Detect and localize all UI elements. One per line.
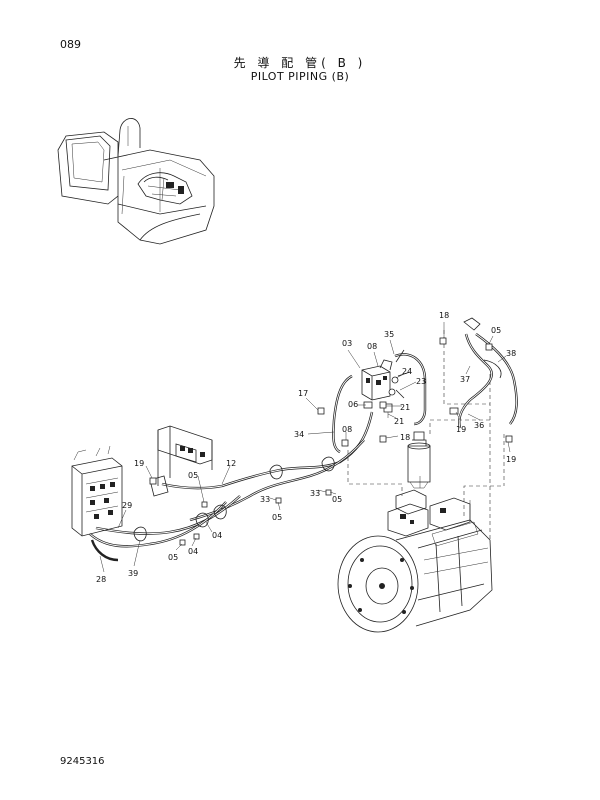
callout-21b: 21 bbox=[394, 417, 404, 426]
page-number: 089 bbox=[60, 38, 81, 51]
callout-36: 36 bbox=[474, 421, 484, 430]
dashed-leaders bbox=[347, 330, 505, 540]
hydraulic-pump-assembly bbox=[337, 431, 493, 633]
document-id: 9245316 bbox=[60, 756, 105, 767]
callout-34: 34 bbox=[294, 430, 304, 439]
callout-05b: 05 bbox=[332, 495, 342, 504]
callout-19-right: 19 bbox=[456, 425, 466, 434]
callout-03: 03 bbox=[342, 339, 352, 348]
callout-05d: 05 bbox=[168, 553, 178, 562]
callout-38: 38 bbox=[506, 349, 516, 358]
callout-05c: 05 bbox=[272, 513, 282, 522]
callout-17: 17 bbox=[298, 389, 308, 398]
callout-12: 12 bbox=[226, 459, 236, 468]
callout-05: 05 bbox=[491, 326, 501, 335]
callout-39: 39 bbox=[128, 569, 138, 578]
callout-19-left: 19 bbox=[134, 459, 144, 468]
callout-33a: 33 bbox=[260, 495, 270, 504]
pilot-hoses bbox=[89, 317, 518, 562]
excavator-locator-view bbox=[57, 118, 215, 245]
pilot-valve-bracket bbox=[149, 425, 213, 497]
solenoid-valve-block bbox=[361, 359, 399, 418]
callout-08: 08 bbox=[367, 342, 377, 351]
callout-06: 06 bbox=[348, 400, 358, 409]
title-english: PILOT PIPING (B) bbox=[250, 70, 350, 83]
title-chinese: 先 導 配 管( B ) bbox=[233, 56, 367, 70]
callout-24: 24 bbox=[402, 367, 412, 376]
callout-33b: 33 bbox=[310, 489, 320, 498]
fittings bbox=[149, 337, 513, 546]
callout-04b: 04 bbox=[188, 547, 198, 556]
callout-21a: 21 bbox=[400, 403, 410, 412]
callout-labels: 18 05 35 03 08 38 24 37 23 17 06 21 21 1… bbox=[96, 311, 516, 584]
callout-08-mid: 08 bbox=[342, 425, 352, 434]
callout-37: 37 bbox=[460, 375, 470, 384]
callout-leaders bbox=[99, 322, 511, 573]
callout-18: 18 bbox=[439, 311, 449, 320]
callout-29: 29 bbox=[122, 501, 132, 510]
callout-18-mid: 18 bbox=[400, 433, 410, 442]
callout-04a: 04 bbox=[212, 531, 222, 540]
callout-28: 28 bbox=[96, 575, 106, 584]
callout-19-far: 19 bbox=[506, 455, 516, 464]
callout-35: 35 bbox=[384, 330, 394, 339]
callout-23: 23 bbox=[416, 377, 426, 386]
control-valve-block bbox=[71, 445, 123, 537]
callout-05a: 05 bbox=[188, 471, 198, 480]
